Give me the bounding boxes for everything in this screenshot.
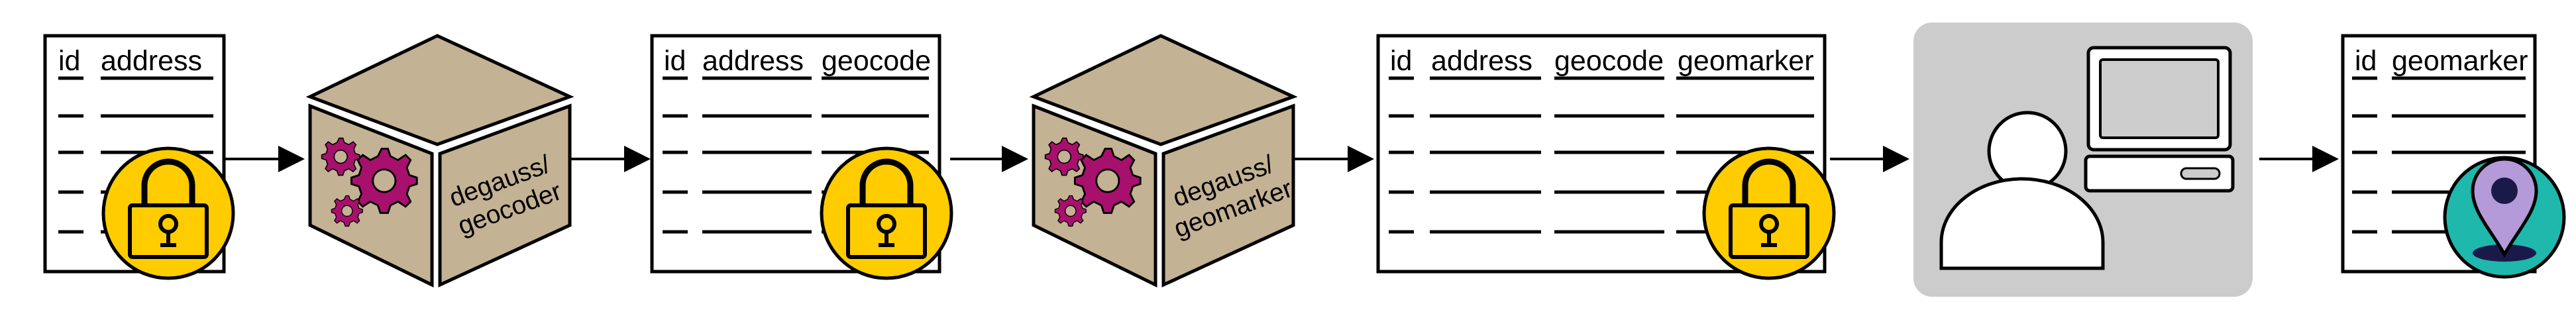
geocoded-table-column-geocode: geocode xyxy=(822,45,931,77)
location-pin-icon xyxy=(2443,156,2566,279)
lock-icon xyxy=(103,148,233,278)
lock-icon xyxy=(822,148,951,278)
container-geomarker: degauss/ geomarker xyxy=(1029,34,1298,288)
input-table-column-id: id xyxy=(58,45,80,77)
output-table-column-geomarker: geomarker xyxy=(2392,45,2528,77)
geomarked-table-column-address: address xyxy=(1431,45,1532,77)
container-geocoder: degauss/ geocoder xyxy=(305,34,574,288)
geomarked-table-column-geocode: geocode xyxy=(1554,45,1664,77)
input-table-column-address: address xyxy=(101,45,202,77)
geocoded-table-column-address: address xyxy=(702,45,804,77)
geocoded-table-column-id: id xyxy=(664,45,686,77)
geomarked-table-column-id: id xyxy=(1390,45,1412,77)
computer-icon xyxy=(2084,46,2235,193)
user-icon xyxy=(1939,111,2105,270)
geomarked-table-column-geomarker: geomarker xyxy=(1678,45,1814,77)
output-table-column-id: id xyxy=(2355,45,2377,77)
user-panel xyxy=(1913,23,2253,297)
lock-icon xyxy=(1704,148,1834,278)
